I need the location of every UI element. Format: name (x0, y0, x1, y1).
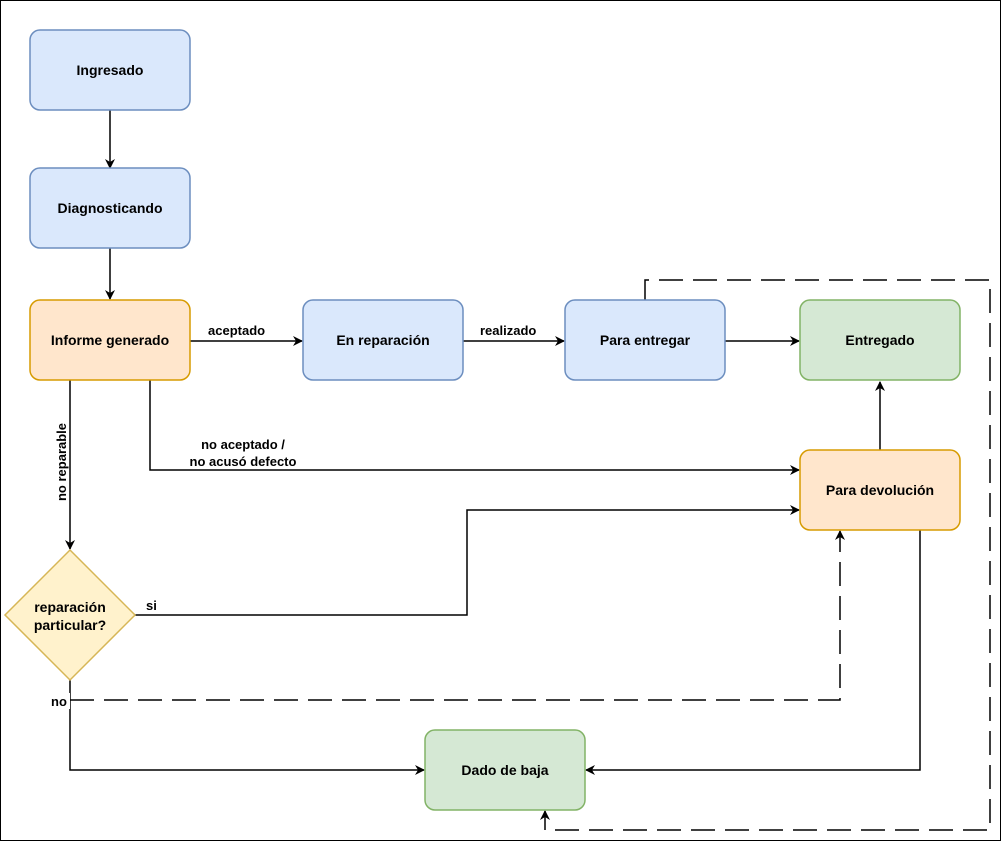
node-para-devolucion-label: Para devolución (826, 482, 934, 498)
node-reparacion-particular[interactable]: reparación particular? (3, 548, 137, 682)
label-aceptado: aceptado (208, 323, 265, 338)
node-para-devolucion[interactable]: Para devolución (799, 449, 961, 531)
node-dado-de-baja[interactable]: Dado de baja (424, 729, 586, 811)
label-no-reparable: no reparable (54, 423, 69, 501)
node-reparacion-particular-label-1: reparación (34, 599, 106, 615)
edge-no-aceptado (149, 380, 800, 475)
node-ingresado[interactable]: Ingresado (29, 29, 191, 111)
node-en-reparacion[interactable]: En reparación (302, 299, 464, 381)
node-entregado-label: Entregado (845, 332, 914, 348)
node-informe-generado-label: Informe generado (51, 332, 169, 348)
node-dado-de-baja-label: Dado de baja (461, 762, 548, 778)
node-para-entregar[interactable]: Para entregar (564, 299, 726, 381)
label-realizado: realizado (480, 323, 536, 338)
node-informe-generado[interactable]: Informe generado (29, 299, 191, 381)
node-en-reparacion-label: En reparación (336, 332, 429, 348)
node-para-entregar-label: Para entregar (600, 332, 691, 348)
node-entregado[interactable]: Entregado (799, 299, 961, 381)
edge-si (134, 505, 800, 616)
node-diagnosticando-label: Diagnosticando (57, 200, 162, 216)
node-ingresado-label: Ingresado (77, 62, 144, 78)
label-no-aceptado-1: no aceptado / (201, 437, 285, 452)
node-reparacion-particular-label-2: particular? (34, 617, 106, 633)
label-no-bg (48, 693, 70, 709)
edge-no (69, 680, 425, 775)
label-no-aceptado-2: no acusó defecto (190, 454, 297, 469)
edge-devolucion-baja (585, 530, 921, 775)
label-no: no (51, 694, 67, 709)
label-si: si (146, 598, 157, 613)
node-diagnosticando[interactable]: Diagnosticando (29, 167, 191, 249)
edge-dashed-no-devolucion (70, 530, 845, 701)
edge-dashed-entregar-baja (540, 279, 991, 831)
